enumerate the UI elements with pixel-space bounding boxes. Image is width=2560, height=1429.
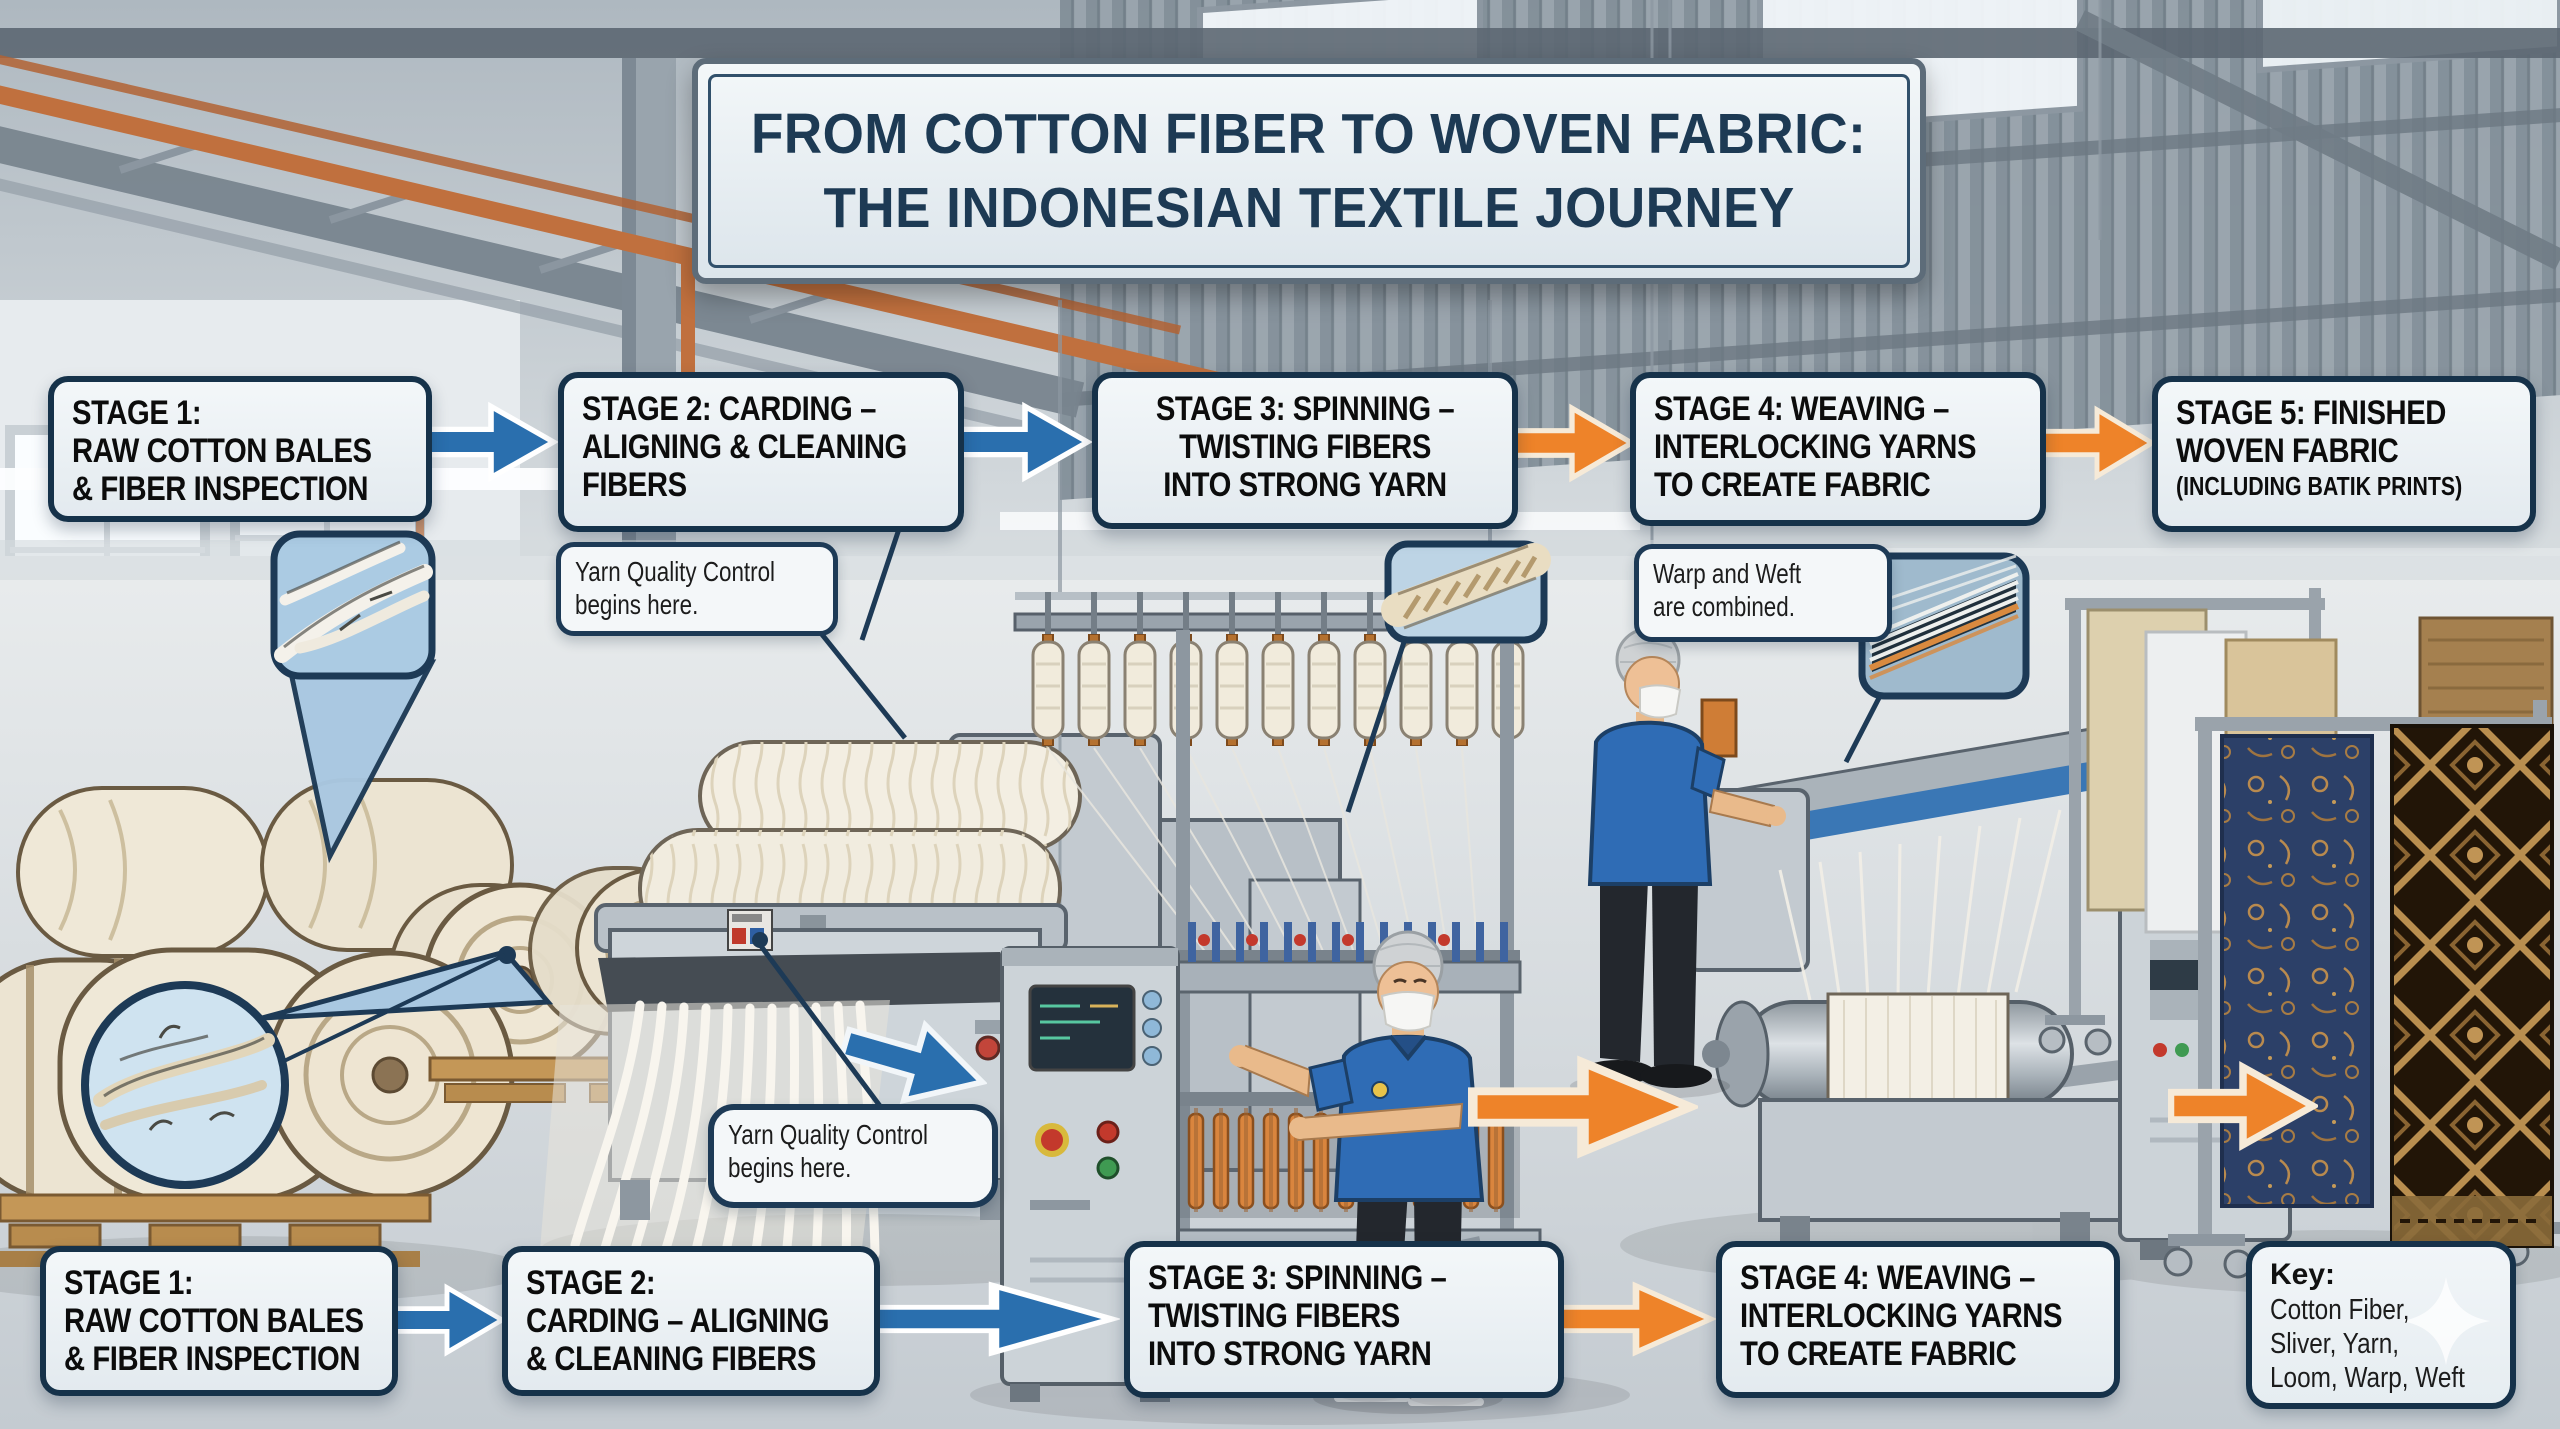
stage-label-line: INTERLOCKING YARNS: [1740, 1297, 2063, 1335]
page-title-line-1: FROM COTTON FIBER TO WOVEN FABRIC:: [751, 102, 1867, 166]
stage-1-bottom-label: STAGE 1: RAW COTTON BALES & FIBER INSPEC…: [40, 1246, 398, 1396]
page-title-line-2: THE INDONESIAN TEXTILE JOURNEY: [823, 176, 1795, 240]
stage-label-line: STAGE 2:: [526, 1264, 656, 1302]
stage-label-line: RAW COTTON BALES: [64, 1302, 364, 1340]
leader-lines: [755, 519, 907, 1108]
fiber-magnifier-group: [81, 530, 554, 1189]
key-line: Sliver, Yarn,: [2270, 1328, 2400, 1360]
callout-line: begins here.: [728, 1152, 852, 1183]
callout-line: Yarn Quality Control: [575, 556, 776, 587]
stage-label-line: & CLEANING FIBERS: [526, 1340, 816, 1378]
stage-4-top-label: STAGE 4: WEAVING – INTERLOCKING YARNS TO…: [1630, 372, 2046, 526]
callout-yarn-qc-top: Yarn Quality Control begins here.: [556, 542, 838, 636]
fiber-magnifier-circle-icon: [81, 981, 289, 1189]
stage-label-line: STAGE 4: WEAVING –: [1654, 390, 1949, 428]
stage-label-line: & FIBER INSPECTION: [64, 1340, 361, 1378]
yarn-threads: [1047, 747, 1509, 959]
callout-line: begins here.: [575, 589, 699, 620]
stage-3-bottom-label: STAGE 3: SPINNING – TWISTING FIBERS INTO…: [1124, 1241, 1564, 1398]
stage-4-bottom-label: STAGE 4: WEAVING – INTERLOCKING YARNS TO…: [1716, 1241, 2120, 1398]
stage-label-line: TO CREATE FABRIC: [1654, 466, 1931, 504]
stage-label-line: STAGE 5: FINISHED: [2176, 394, 2446, 432]
stage-label-line: FIBERS: [582, 466, 687, 504]
key-line: Cotton Fiber,: [2270, 1294, 2410, 1326]
stage-label-line: STAGE 4: WEAVING –: [1740, 1259, 2035, 1297]
callout-yarn-qc-bottom: Yarn Quality Control begins here.: [708, 1104, 998, 1208]
stage-label-subline: (INCLUDING BATIK PRINTS): [2176, 471, 2463, 501]
worker-weaving: [1570, 627, 1786, 1099]
callout-warp-weft: Warp and Weft are combined.: [1634, 544, 1892, 642]
emergency-stop-button: [1041, 1129, 1063, 1151]
sparkle-icon: [2401, 1276, 2491, 1366]
yarn-closeup-inset-icon: [1345, 540, 1551, 813]
stage-2-bottom-label: STAGE 2: CARDING – ALIGNING & CLEANING F…: [502, 1246, 880, 1396]
face-mask: [1380, 991, 1436, 1032]
key-line: Loom, Warp, Weft: [2270, 1362, 2465, 1394]
stage-label-line: INTERLOCKING YARNS: [1654, 428, 1977, 466]
stage-2-top-label: STAGE 2: CARDING – ALIGNING & CLEANING F…: [558, 372, 964, 532]
stage-5-top-label: STAGE 5: FINISHED WOVEN FABRIC (INCLUDIN…: [2152, 376, 2536, 532]
stage-label-line: TWISTING FIBERS: [1148, 1297, 1400, 1335]
stage-label-line: CARDING – ALIGNING: [526, 1302, 830, 1340]
stage-label-line: & FIBER INSPECTION: [72, 470, 369, 508]
title-inner-frame: FROM COTTON FIBER TO WOVEN FABRIC: THE I…: [708, 74, 1910, 268]
blue-polo-shirt: [1587, 720, 1713, 886]
stage-label-line: ALIGNING & CLEANING: [582, 428, 907, 466]
title-panel: FROM COTTON FIBER TO WOVEN FABRIC: THE I…: [692, 58, 1926, 284]
stage-label-line: WOVEN FABRIC: [2176, 432, 2399, 470]
stage-label-line: INTO STRONG YARN: [1148, 1335, 1432, 1373]
stage-label-line: RAW COTTON BALES: [72, 432, 372, 470]
callout-line: are combined.: [1653, 591, 1795, 622]
warp-threads: [1778, 809, 2062, 1001]
cotton-bales: [0, 778, 735, 1267]
batik-fabric-brown: [2390, 724, 2554, 1248]
key-legend: Key: Cotton Fiber, Sliver, Yarn, Loom, W…: [2246, 1241, 2516, 1409]
stage-label-line: STAGE 3: SPINNING –: [1148, 1259, 1447, 1297]
key-heading: Key:: [2270, 1258, 2336, 1291]
stage-label-line: TO CREATE FABRIC: [1740, 1335, 2017, 1373]
stage-label-line: STAGE 3: SPINNING –: [1155, 390, 1455, 428]
control-screen: [1028, 984, 1136, 1072]
stage-1-top-label: STAGE 1: RAW COTTON BALES & FIBER INSPEC…: [48, 376, 432, 522]
stage-label-line: STAGE 1:: [64, 1264, 194, 1302]
callout-line: Warp and Weft: [1653, 558, 1802, 589]
stage-label-line: TWISTING FIBERS: [1179, 428, 1431, 466]
stage-label-line: STAGE 2: CARDING –: [582, 390, 876, 428]
stage-label-line: INTO STRONG YARN: [1163, 466, 1447, 504]
stage-label-line: STAGE 1:: [72, 394, 202, 432]
callout-line: Yarn Quality Control: [728, 1119, 929, 1150]
face-mask: [1639, 684, 1682, 719]
stage-3-top-label: STAGE 3: SPINNING – TWISTING FIBERS INTO…: [1092, 372, 1518, 529]
